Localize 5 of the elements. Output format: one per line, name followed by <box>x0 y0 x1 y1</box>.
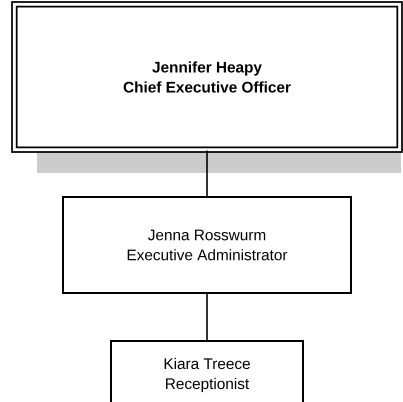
position-box: Kiara Treece Receptionist <box>110 340 304 402</box>
connector-line <box>206 150 208 196</box>
connector-line <box>206 294 208 340</box>
position-box: Jenna Rosswurm Executive Administrator <box>62 196 352 294</box>
executive-box: Jennifer Heapy Chief Executive Officer <box>11 1 403 173</box>
